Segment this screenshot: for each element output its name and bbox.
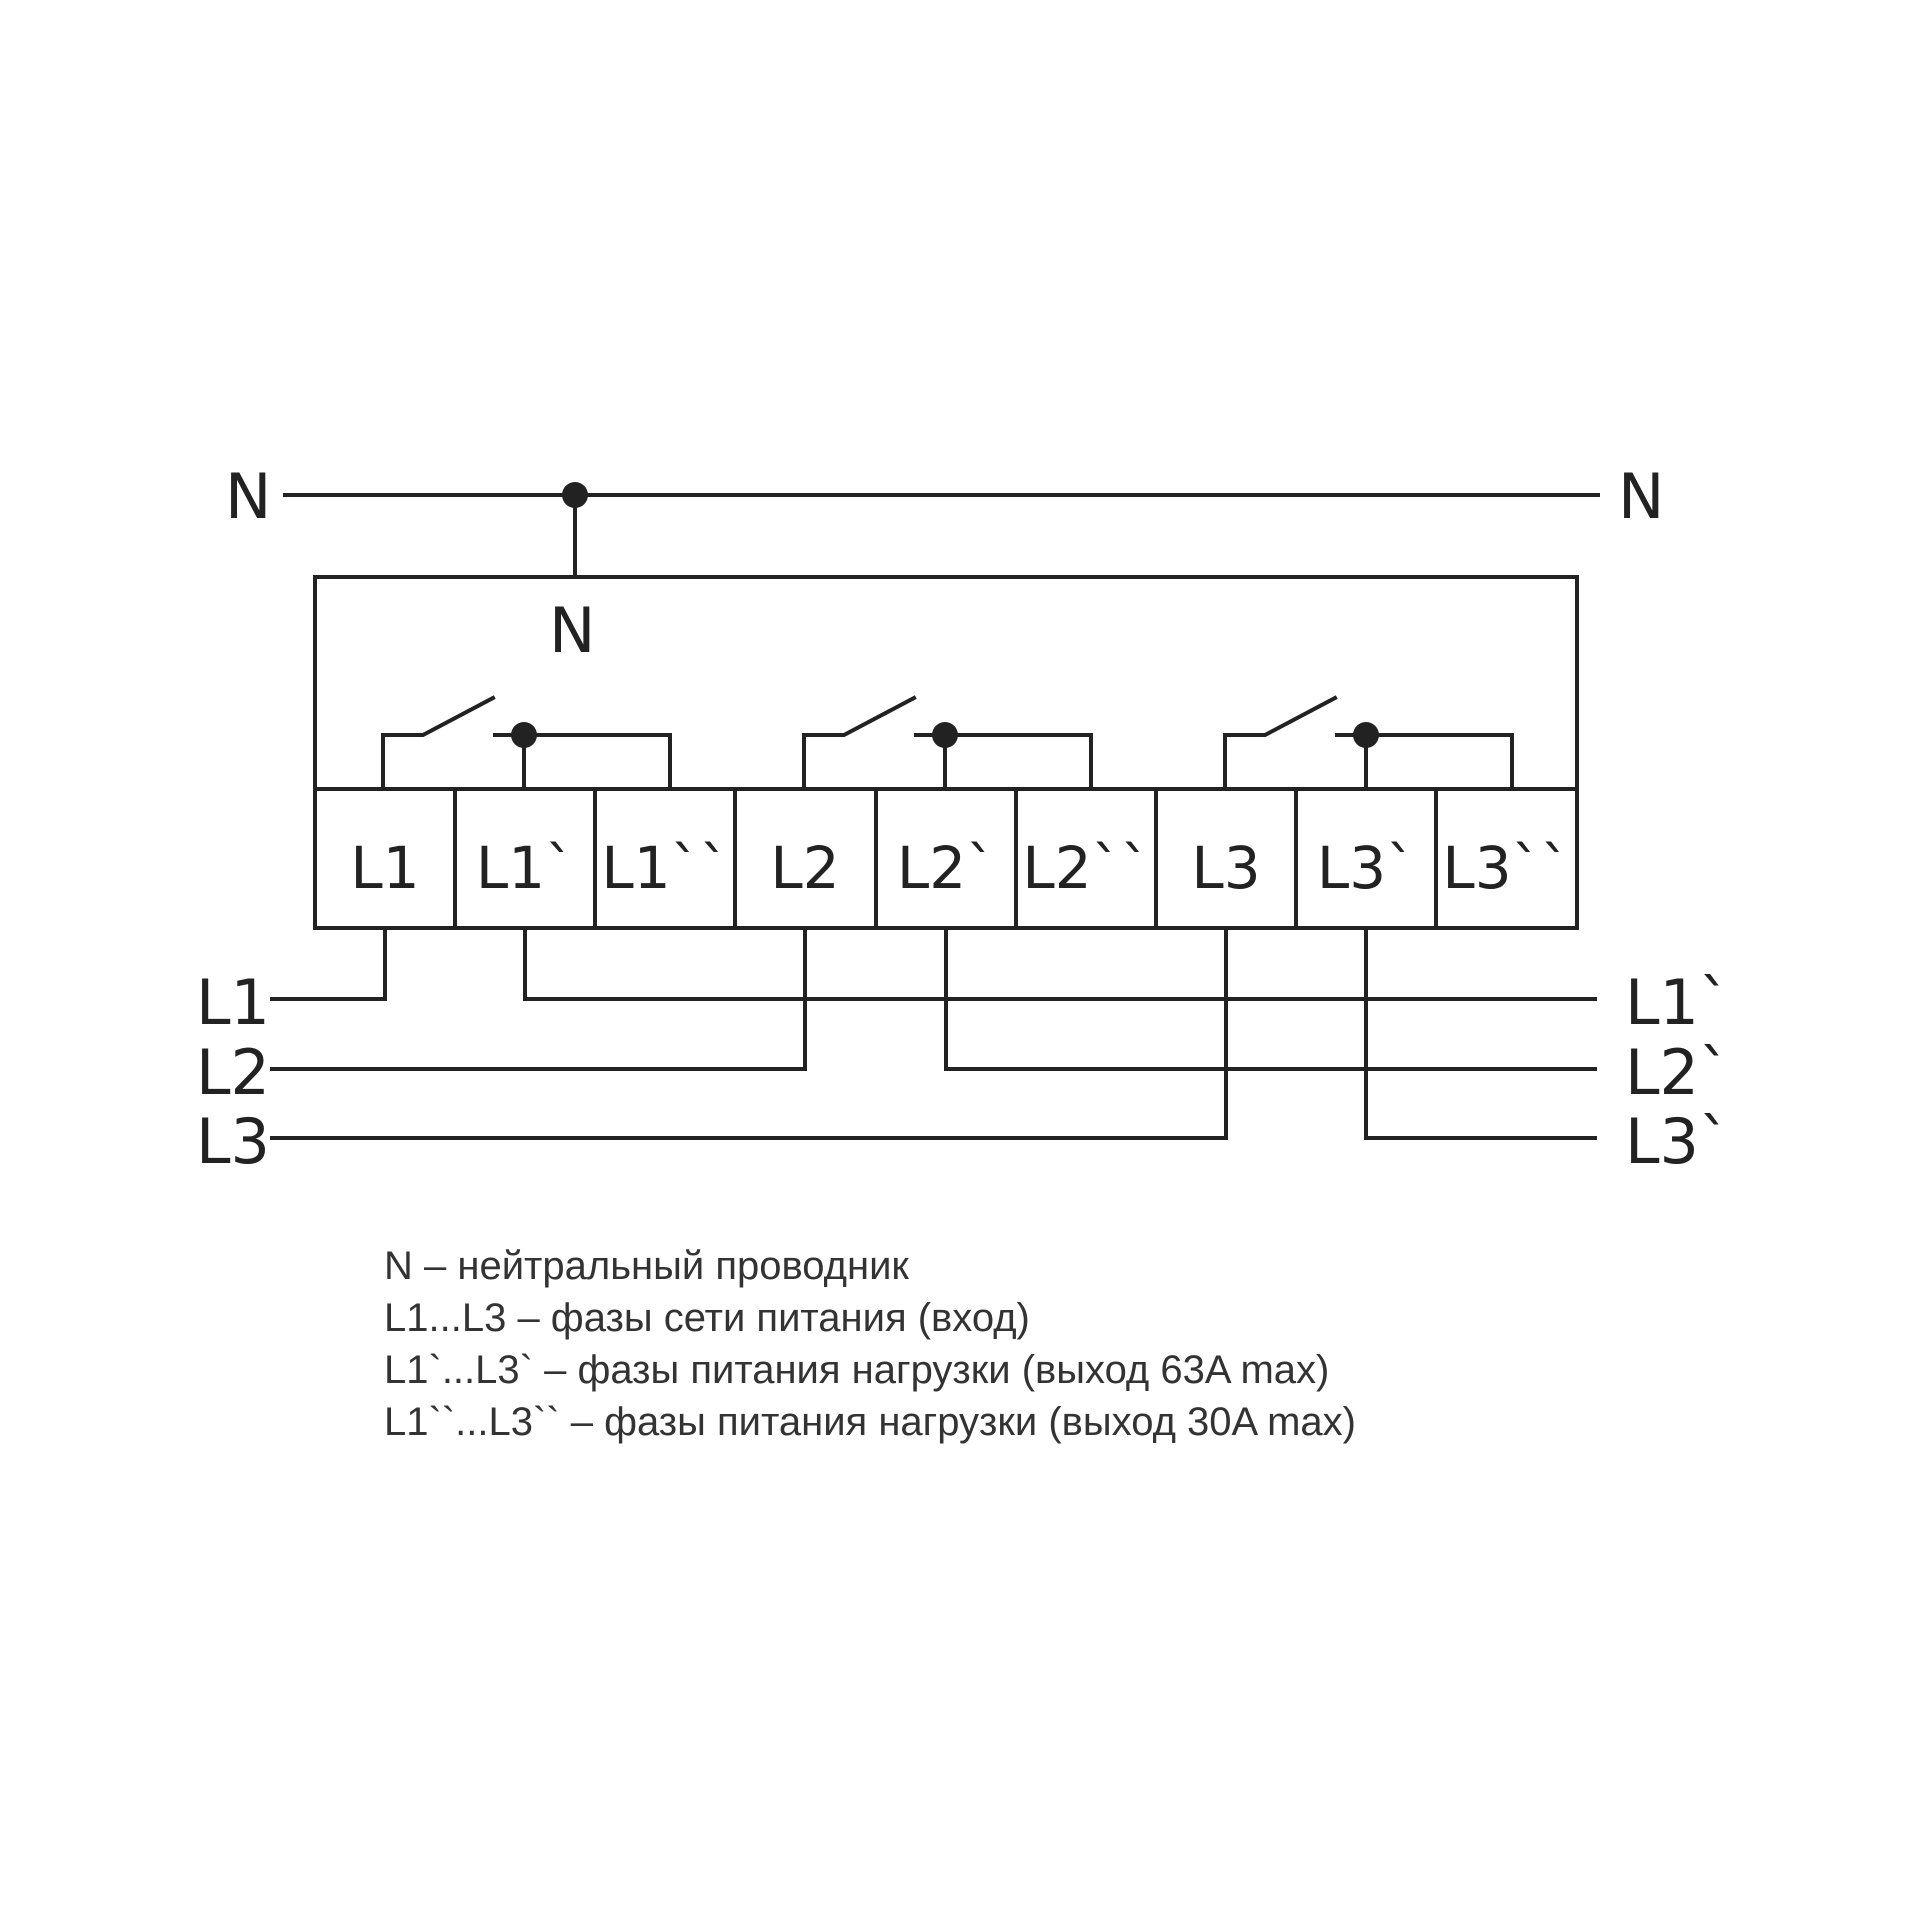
switch-contact-dot [511, 722, 537, 748]
terminal-dividers [453, 787, 1438, 930]
terminal-L2: L2 [770, 834, 839, 902]
switch-L1 [381, 695, 672, 791]
input-L2-label: L2 [196, 1036, 270, 1109]
legend-item-outputs-30a: L1``...L3`` – фазы питания нагрузки (вых… [384, 1400, 1356, 1444]
neutral-right-label: N [1618, 460, 1664, 533]
device-neutral-label: N [549, 594, 595, 667]
output-L3-label: L3` [1625, 1105, 1730, 1178]
terminal-L1: L1 [350, 834, 419, 902]
output-L1-label: L1` [1625, 966, 1730, 1039]
terminal-L2-prime: L2` [897, 834, 995, 902]
input-L2-wire [270, 926, 807, 1071]
legend-item-inputs: L1...L3 – фазы сети питания (вход) [384, 1296, 1030, 1340]
terminal-L3: L3 [1191, 834, 1260, 902]
switch-contact-dot [932, 722, 958, 748]
output-L2-wire [944, 926, 1597, 1071]
input-L3-label: L3 [196, 1105, 270, 1178]
legend: N – нейтральный проводник L1...L3 – фазы… [384, 1240, 1356, 1448]
input-L1-wire [270, 926, 387, 1001]
output-L3-wire [1364, 926, 1597, 1140]
terminal-L2-double-prime: L2`` [1022, 834, 1149, 902]
output-L1-wire [523, 926, 1597, 1001]
legend-item-neutral: N – нейтральный проводник [384, 1244, 909, 1288]
switch-L2 [802, 695, 1093, 791]
terminal-L1-prime: L1` [476, 834, 574, 902]
switch-L3 [1223, 695, 1514, 791]
terminal-L3-prime: L3` [1317, 834, 1415, 902]
neutral-left-label: N [225, 460, 271, 533]
input-L3-wire [270, 926, 1228, 1140]
switch-contact-dot [1353, 722, 1379, 748]
terminal-L1-double-prime: L1`` [601, 834, 728, 902]
input-L1-label: L1 [196, 966, 270, 1039]
terminal-L3-double-prime: L3`` [1442, 834, 1569, 902]
legend-item-outputs-63a: L1`...L3` – фазы питания нагрузки (выход… [384, 1348, 1330, 1392]
output-L2-label: L2` [1625, 1036, 1730, 1109]
